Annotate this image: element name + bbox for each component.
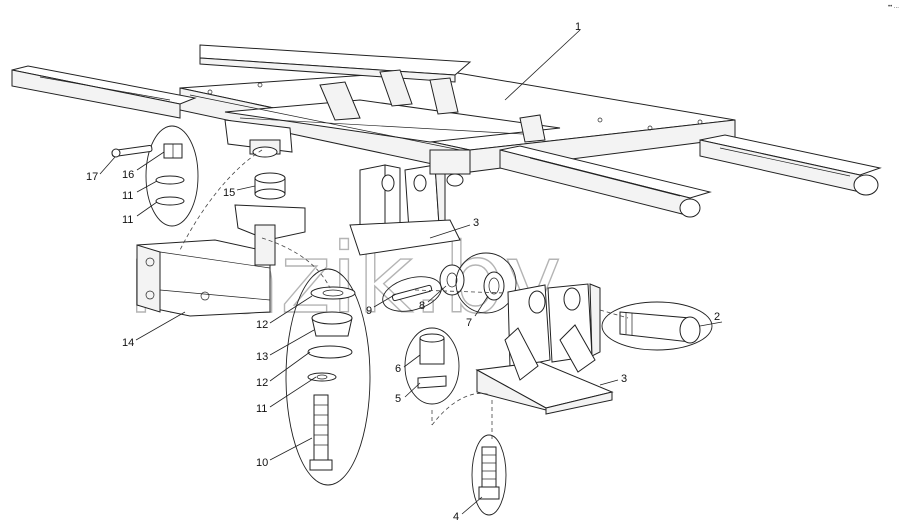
callout-12-lower: 12 — [256, 377, 268, 389]
callout-4: 4 — [453, 511, 459, 523]
callout-11-lower: 11 — [256, 403, 267, 415]
bushing-15 — [254, 172, 286, 200]
callout-11-upper: 11 — [122, 190, 133, 202]
callout-2: 2 — [714, 311, 720, 323]
lower-hanger — [475, 283, 614, 415]
callout-3-lower: 3 — [621, 373, 627, 385]
callout-12-upper: 12 — [256, 319, 268, 331]
main-frame — [11, 44, 882, 256]
callout-15: 15 — [223, 187, 235, 199]
callout-5: 5 — [395, 393, 401, 405]
callout-8: 8 — [419, 300, 425, 312]
callout-14: 14 — [122, 337, 134, 349]
callout-1: 1 — [575, 21, 581, 33]
bolt-4 — [471, 434, 507, 516]
nut-washer-group — [404, 327, 460, 405]
callout-10: 10 — [256, 457, 268, 469]
callout-7: 7 — [466, 317, 472, 329]
corner-mark: •• ... — [888, 4, 899, 10]
callout-labels: 1 2 3 3 4 5 6 7 8 9 10 11 12 13 12 14 15… — [86, 21, 720, 523]
callout-6: 6 — [395, 363, 401, 375]
small-fasteners-group — [111, 125, 199, 227]
leader-lines — [99, 29, 723, 515]
callout-17: 17 — [86, 171, 98, 183]
callout-3-upper: 3 — [473, 217, 479, 229]
callout-9: 9 — [366, 305, 372, 317]
bolt-stack-group — [285, 268, 371, 486]
callout-13: 13 — [256, 351, 268, 363]
assembly-lines — [179, 149, 629, 440]
callout-16: 16 — [122, 169, 134, 181]
callout-11-middle: 11 — [122, 214, 133, 226]
side-bracket — [136, 204, 306, 317]
pin-2 — [601, 301, 713, 351]
